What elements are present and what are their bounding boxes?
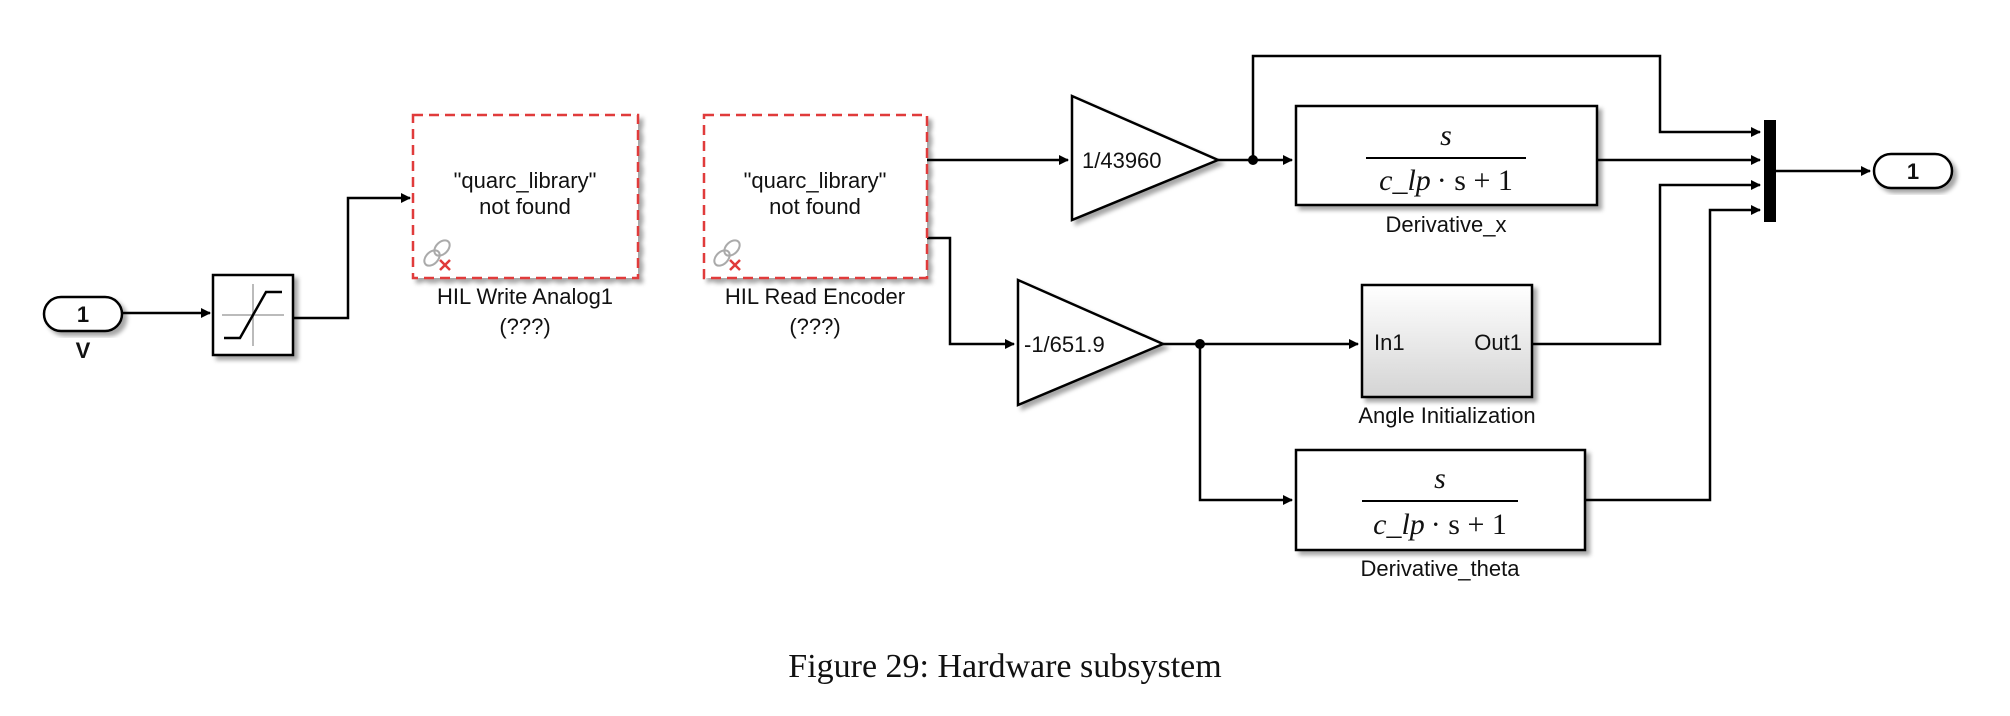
derivative-theta-numerator: s xyxy=(1434,462,1446,495)
wire-angle-init-to-mux xyxy=(1532,180,1761,346)
inport-v[interactable]: 1 V xyxy=(42,295,124,363)
hil-read-line2: not found xyxy=(769,194,861,219)
broken-link-icon xyxy=(713,239,741,271)
outport-1[interactable]: 1 xyxy=(1872,152,1954,190)
hil-read-line1: "quarc_library" xyxy=(744,168,887,193)
gain-theta-value: -1/651.9 xyxy=(1024,332,1105,357)
hil-write-line1: "quarc_library" xyxy=(454,168,597,193)
branch-point-theta xyxy=(1195,339,1205,349)
outport-1-number: 1 xyxy=(1907,159,1919,184)
wire-saturation-to-hil-write xyxy=(294,193,411,320)
angle-init-out-port: Out1 xyxy=(1474,330,1522,355)
hil-read-name: HIL Read Encoder xyxy=(725,284,905,309)
wire-derivative-theta-to-mux xyxy=(1585,205,1761,502)
hil-write-line2: not found xyxy=(479,194,571,219)
hil-read-sub: (???) xyxy=(789,314,840,339)
wire-gain-x-to-mux-top xyxy=(1251,54,1761,160)
derivative-theta-block[interactable]: s c_lp· s + 1 Derivative_theta xyxy=(1294,448,1587,581)
gain-theta-block[interactable]: -1/651.9 xyxy=(1016,278,1167,407)
saturation-block[interactable] xyxy=(211,273,295,357)
signal-lines xyxy=(120,54,1871,505)
derivative-x-name: Derivative_x xyxy=(1385,212,1506,237)
hil-write-analog-block[interactable]: "quarc_library" not found HIL Write Anal… xyxy=(411,113,640,339)
inport-v-number: 1 xyxy=(77,302,89,327)
hil-write-name: HIL Write Analog1 xyxy=(437,284,613,309)
gain-x-value: 1/43960 xyxy=(1082,148,1162,173)
derivative-theta-denominator: c_lp· s + 1 xyxy=(1373,508,1507,541)
angle-init-name: Angle Initialization xyxy=(1358,403,1535,428)
derivative-x-block[interactable]: s c_lp· s + 1 Derivative_x xyxy=(1294,104,1599,237)
hardware-subsystem-diagram: 1 V "quarc_library" not found HIL Write … xyxy=(42,54,1954,581)
branch-point-x xyxy=(1248,155,1258,165)
wire-gain-theta-to-derivative-theta xyxy=(1198,344,1293,505)
angle-initialization-block[interactable]: In1 Out1 Angle Initialization xyxy=(1358,283,1536,428)
figure-caption: Figure 29: Hardware subsystem xyxy=(788,648,1222,685)
saturation-icon xyxy=(224,290,282,340)
derivative-x-numerator: s xyxy=(1440,119,1452,152)
inport-v-label: V xyxy=(76,338,91,363)
mux-block[interactable] xyxy=(1764,120,1776,222)
angle-init-in-port: In1 xyxy=(1374,330,1405,355)
wire-hil-read-to-gain-theta xyxy=(927,236,1015,349)
broken-link-icon xyxy=(423,239,451,271)
derivative-x-denominator: c_lp· s + 1 xyxy=(1379,164,1513,197)
gain-x-block[interactable]: 1/43960 xyxy=(1070,94,1222,222)
hil-write-sub: (???) xyxy=(499,314,550,339)
hil-read-encoder-block[interactable]: "quarc_library" not found HIL Read Encod… xyxy=(702,113,929,339)
derivative-theta-name: Derivative_theta xyxy=(1361,556,1521,581)
